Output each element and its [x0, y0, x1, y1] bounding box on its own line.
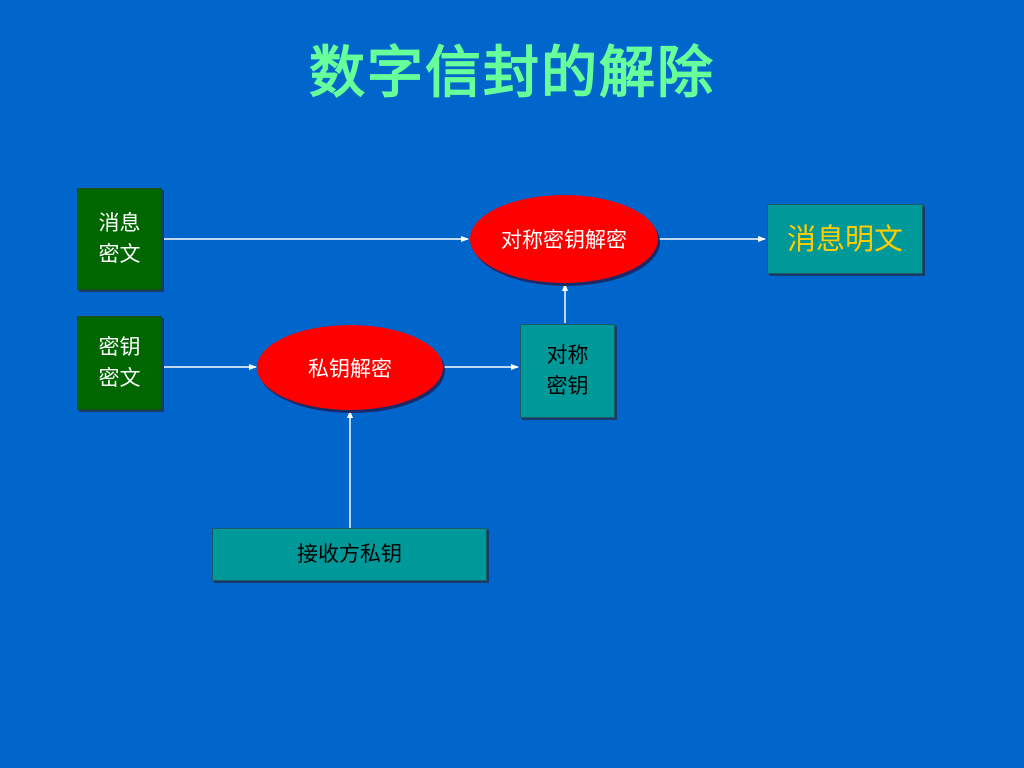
node-receiver-private-key-label: 接收方私钥 — [297, 542, 402, 566]
node-key-ciphertext-line1: 密钥 — [98, 335, 141, 359]
node-message-ciphertext-line2: 密文 — [98, 242, 141, 266]
node-receiver-private-key: 接收方私钥 — [212, 528, 487, 581]
node-message-ciphertext: 消息 密文 — [77, 188, 162, 290]
node-symmetric-key: 对称 密钥 — [520, 324, 615, 418]
node-symmetric-key-line2: 密钥 — [546, 374, 589, 398]
node-message-plaintext: 消息明文 — [767, 204, 923, 274]
node-symmetric-key-line1: 对称 — [546, 343, 589, 367]
node-private-key-decryption: 私钥解密 — [257, 325, 443, 410]
node-symmetric-key-decryption: 对称密钥解密 — [470, 195, 658, 283]
node-message-ciphertext-line1: 消息 — [98, 211, 141, 235]
node-key-ciphertext: 密钥 密文 — [77, 316, 162, 410]
slide-title: 数字信封的解除 — [309, 41, 715, 106]
node-message-plaintext-label: 消息明文 — [786, 221, 903, 256]
node-key-ciphertext-line2: 密文 — [98, 366, 141, 390]
node-private-key-decryption-label: 私钥解密 — [308, 356, 392, 381]
node-symmetric-key-decryption-label: 对称密钥解密 — [501, 228, 627, 252]
